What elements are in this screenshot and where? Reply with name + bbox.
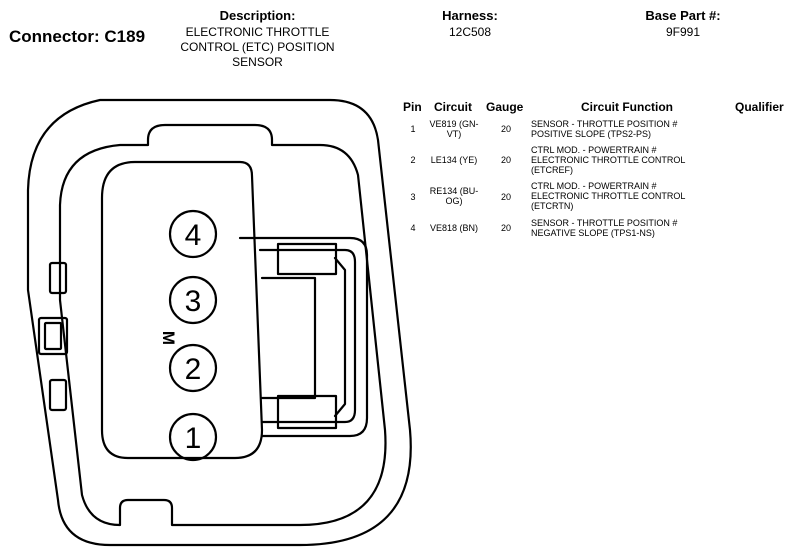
latch-frame-inner: [258, 248, 357, 424]
base-part-label: Base Part #:: [645, 8, 721, 23]
pin-cell: 3: [410, 192, 416, 202]
description-line: CONTROL (ETC) POSITION: [180, 40, 335, 54]
housing-inner: [58, 123, 387, 527]
function-line: (ETCRTN): [531, 201, 574, 211]
circuit-line: RE134 (BU-: [429, 186, 479, 196]
gauge-cell: 20: [500, 192, 511, 202]
harness-label: Harness:: [442, 8, 498, 23]
pin-label: 2: [185, 353, 202, 386]
pin-label: 1: [185, 422, 202, 455]
function-line: ELECTRONIC THROTTLE CONTROL: [531, 155, 686, 165]
pin-cell: 4: [410, 223, 416, 233]
circuit-line: LE134 (YE): [430, 155, 478, 165]
column-header-circuit-function: Circuit Function: [581, 100, 673, 114]
function-cell: CTRL MOD. - POWERTRAIN # ELECTRONIC THRO…: [531, 181, 711, 211]
function-cell: CTRL MOD. - POWERTRAIN # ELECTRONIC THRO…: [531, 145, 711, 175]
circuit-cell: LE134 (YE): [421, 155, 487, 165]
housing-outer: [26, 98, 412, 547]
pin-2-terminal: [168, 343, 218, 393]
gauge-cell: 20: [500, 223, 511, 233]
description-line: ELECTRONIC THROTTLE: [185, 25, 330, 39]
side-tab-bottom: [48, 378, 68, 412]
pin-4-terminal: [168, 209, 218, 259]
latch-upper-block: [276, 242, 338, 276]
function-cell: SENSOR - THROTTLE POSITION # POSITIVE SL…: [531, 119, 711, 139]
gauge-cell: 20: [500, 155, 511, 165]
description-label: Description:: [219, 8, 296, 23]
latch-spring: [333, 256, 347, 418]
function-line: POSITIVE SLOPE (TPS2-PS): [531, 129, 652, 139]
function-cell: SENSOR - THROTTLE POSITION # NEGATIVE SL…: [531, 218, 711, 238]
circuit-line: VE819 (GN-: [429, 119, 479, 129]
function-line: ELECTRONIC THROTTLE CONTROL: [531, 191, 686, 201]
connector-title: Connector: C189: [9, 27, 146, 46]
pin-cell: 2: [410, 155, 416, 165]
function-line: (ETCREF): [531, 165, 573, 175]
column-header-gauge: Gauge: [486, 100, 524, 114]
latch-arm: [260, 276, 317, 400]
pin-label: 4: [185, 219, 202, 252]
description-value: ELECTRONIC THROTTLE CONTROL (ETC) POSITI…: [165, 25, 350, 70]
circuit-cell: VE818 (BN): [421, 223, 487, 233]
side-lock-tab: [37, 316, 69, 356]
circuit-line: OG): [445, 196, 463, 206]
function-line: NEGATIVE SLOPE (TPS1-NS): [531, 228, 655, 238]
side-lock-tab-inner: [43, 321, 63, 351]
pin-3-terminal: [168, 275, 218, 325]
pin-label: 3: [185, 285, 202, 318]
latch-frame: [238, 236, 369, 438]
latch-lower-block: [276, 394, 338, 430]
side-tab-top: [48, 261, 68, 295]
harness-value: 12C508: [448, 25, 492, 39]
gauge-cell: 20: [500, 124, 511, 134]
function-line: SENSOR - THROTTLE POSITION #: [531, 119, 678, 129]
circuit-cell: RE134 (BU- OG): [421, 186, 487, 206]
function-line: CTRL MOD. - POWERTRAIN #: [531, 145, 657, 155]
pin-1-terminal: [168, 412, 218, 462]
description-line: SENSOR: [232, 55, 283, 69]
function-line: CTRL MOD. - POWERTRAIN #: [531, 181, 657, 191]
circuit-line: VE818 (BN): [429, 223, 479, 233]
function-line: SENSOR - THROTTLE POSITION #: [531, 218, 678, 228]
column-header-circuit: Circuit: [434, 100, 473, 114]
circuit-cell: VE819 (GN- VT): [421, 119, 487, 139]
pin-cell: 1: [410, 124, 416, 134]
base-part-value: 9F991: [665, 25, 701, 39]
circuit-line: VT): [446, 129, 462, 139]
column-header-qualifier: Qualifier: [735, 100, 784, 114]
column-header-pin: Pin: [403, 100, 422, 114]
keying-mark: M: [159, 331, 178, 345]
pin-cavity: [100, 160, 264, 460]
